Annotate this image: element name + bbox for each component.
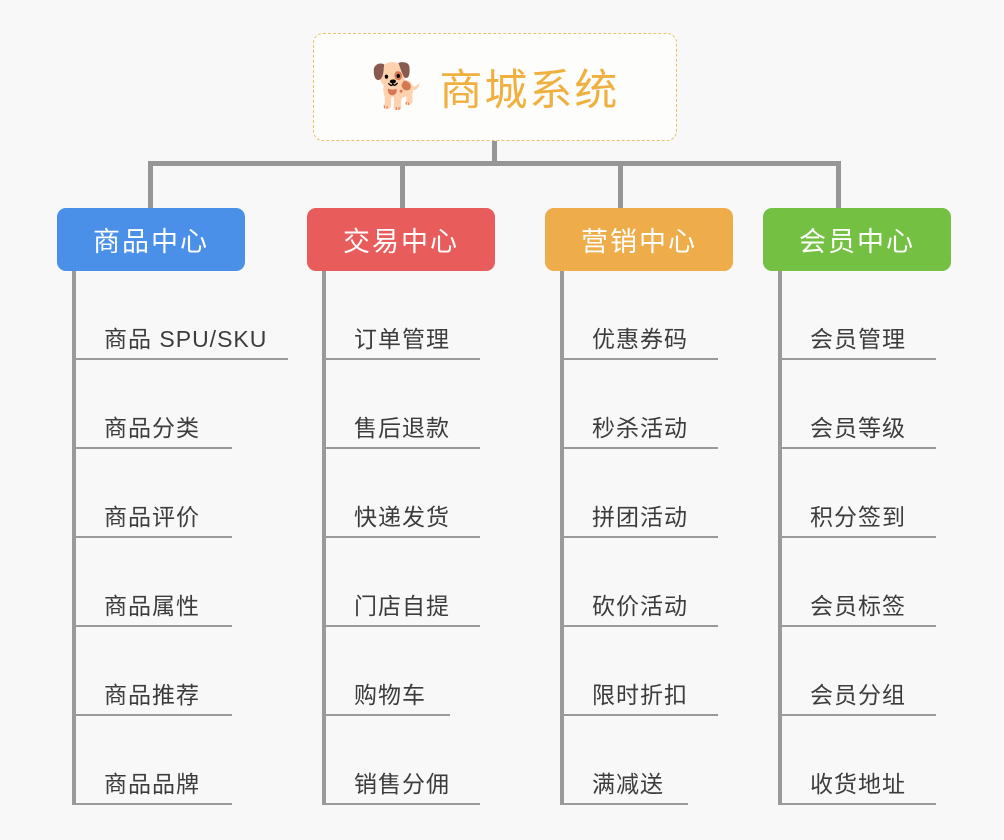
- leaf-item-label: 限时折扣: [592, 682, 688, 708]
- leaf-item-label: 优惠券码: [592, 326, 688, 352]
- leaf-item-underline: [322, 536, 480, 538]
- leaf-item-underline: [322, 803, 480, 805]
- leaf-item-label: 订单管理: [354, 326, 450, 352]
- leaf-item-label: 砍价活动: [592, 593, 688, 619]
- leaf-item-underline: [72, 803, 232, 805]
- root-node-title: 商城系统: [439, 67, 620, 115]
- connector-trunk-member-center: [778, 271, 782, 805]
- root-node-shop-system[interactable]: 🐕 商城系统: [313, 33, 677, 141]
- category-header-trade-center[interactable]: 交易中心: [307, 208, 495, 271]
- leaf-item-label: 快递发货: [354, 504, 450, 530]
- leaf-item-underline: [72, 447, 232, 449]
- connector-drop-product-center: [148, 161, 153, 209]
- category-header-label: 会员中心: [799, 227, 915, 257]
- category-header-product-center[interactable]: 商品中心: [57, 208, 245, 271]
- leaf-item-underline: [322, 625, 480, 627]
- leaf-item-underline: [560, 803, 688, 805]
- leaf-item-label: 商品属性: [104, 593, 200, 619]
- category-header-label: 商品中心: [93, 227, 209, 257]
- connector-drop-trade-center: [400, 161, 405, 209]
- leaf-item-label: 销售分佣: [354, 771, 450, 797]
- leaf-item-underline: [322, 714, 450, 716]
- leaf-item-underline: [778, 447, 936, 449]
- leaf-item-label: 会员分组: [810, 682, 906, 708]
- leaf-item-underline: [72, 536, 232, 538]
- leaf-item-label: 门店自提: [354, 593, 450, 619]
- leaf-item-underline: [560, 536, 718, 538]
- category-header-label: 交易中心: [343, 227, 459, 257]
- leaf-item-label: 商品分类: [104, 415, 200, 441]
- leaf-item-underline: [322, 358, 480, 360]
- leaf-item-underline: [560, 358, 718, 360]
- connector-trunk-trade-center: [322, 271, 326, 805]
- leaf-item-underline: [778, 714, 936, 716]
- leaf-item-label: 会员等级: [810, 415, 906, 441]
- leaf-item-label: 秒杀活动: [592, 415, 688, 441]
- leaf-item-label: 拼团活动: [592, 504, 688, 530]
- connector-horizontal-bus: [148, 161, 841, 166]
- leaf-item-label: 售后退款: [354, 415, 450, 441]
- leaf-item-label: 购物车: [354, 682, 426, 708]
- leaf-item-label: 积分签到: [810, 504, 906, 530]
- leaf-item-underline: [778, 625, 936, 627]
- leaf-item-underline: [72, 625, 232, 627]
- leaf-item-underline: [72, 714, 232, 716]
- leaf-item-label: 满减送: [592, 771, 664, 797]
- connector-root-stem: [492, 141, 497, 165]
- leaf-item-underline: [778, 536, 936, 538]
- leaf-item-label: 商品评价: [104, 504, 200, 530]
- leaf-item-label: 商品品牌: [104, 771, 200, 797]
- leaf-item-underline: [560, 625, 718, 627]
- connector-trunk-product-center: [72, 271, 76, 805]
- leaf-item-underline: [560, 447, 718, 449]
- shiba-dog-face-icon: 🐕: [370, 62, 426, 111]
- leaf-item-underline: [778, 803, 936, 805]
- leaf-item-label: 会员标签: [810, 593, 906, 619]
- connector-drop-marketing-center: [618, 161, 623, 209]
- leaf-item-label: 会员管理: [810, 326, 906, 352]
- connector-trunk-marketing-center: [560, 271, 564, 805]
- leaf-item-underline: [560, 714, 718, 716]
- leaf-item-label: 商品 SPU/SKU: [104, 326, 268, 352]
- category-header-marketing-center[interactable]: 营销中心: [545, 208, 733, 271]
- leaf-item-label: 收货地址: [810, 771, 906, 797]
- category-header-member-center[interactable]: 会员中心: [763, 208, 951, 271]
- connector-drop-member-center: [836, 161, 841, 209]
- leaf-item-underline: [778, 358, 936, 360]
- category-header-label: 营销中心: [581, 227, 697, 257]
- leaf-item-label: 商品推荐: [104, 682, 200, 708]
- leaf-item-underline: [72, 358, 288, 360]
- leaf-item-underline: [322, 447, 480, 449]
